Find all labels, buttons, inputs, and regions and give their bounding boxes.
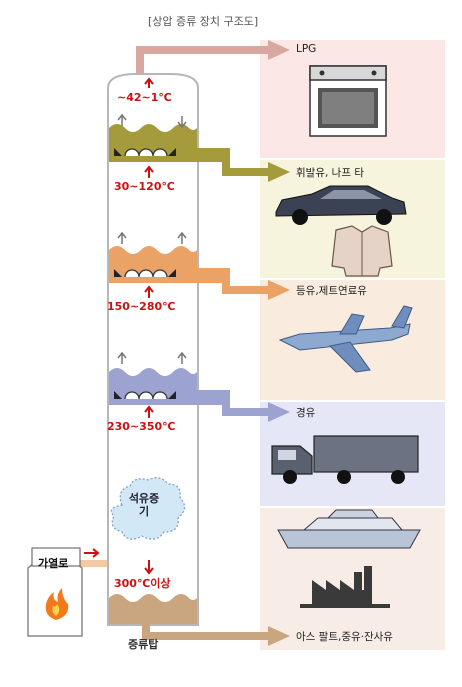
tray-band-diesel (109, 368, 197, 405)
airplane-icon (278, 305, 413, 373)
temperature-label-kerosene: 150~280℃ (107, 300, 176, 313)
furnace-label-box (31, 547, 81, 567)
flame-icon (45, 588, 69, 620)
pipe-lpg (136, 40, 290, 78)
product-label-diesel: 경유 (296, 407, 316, 419)
truck-icon (271, 435, 419, 484)
temperature-arrows (84, 77, 154, 575)
vapor-label: 석유증기 (128, 492, 160, 518)
product-label-gasoline: 휘발유, 나프 타 (296, 167, 364, 179)
pipe-diesel (197, 390, 290, 422)
car-icon (275, 185, 407, 225)
tray-band-gasoline (109, 124, 197, 162)
pipe-gasoline (197, 148, 290, 182)
pipe-kerosene (197, 268, 290, 300)
diagram-title: [상압 증류 장치 구조도] (148, 15, 259, 28)
flow-arrows (117, 113, 187, 364)
tower-label: 증류탑 (128, 638, 159, 651)
product-label-kerosene: 등유,제트연료유 (296, 285, 367, 297)
stove-icon (309, 65, 387, 137)
temperature-label-top: ~42~1℃ (117, 91, 172, 104)
tray-band-residue (109, 594, 197, 624)
furnace (27, 559, 83, 637)
jacket-icon (331, 225, 393, 277)
vapor-cloud (110, 477, 186, 540)
factory-icon (300, 566, 390, 608)
temperature-label-bottom: 300℃이상 (114, 577, 171, 590)
tray-band-kerosene (109, 246, 197, 283)
furnace-pipe (78, 560, 108, 567)
cap-ticks (114, 148, 176, 399)
product-label-residue: 아스 팔트,중유·잔사유 (296, 631, 393, 643)
ship-icon (277, 509, 421, 549)
pipe-residue (142, 624, 290, 646)
temperature-label-gasoline: 30~120℃ (114, 180, 175, 193)
bubble-caps (124, 148, 168, 400)
furnace-label: 가열로 (38, 557, 69, 570)
temperature-label-diesel: 230~350℃ (107, 420, 176, 433)
product-label-lpg: LPG (296, 43, 317, 55)
